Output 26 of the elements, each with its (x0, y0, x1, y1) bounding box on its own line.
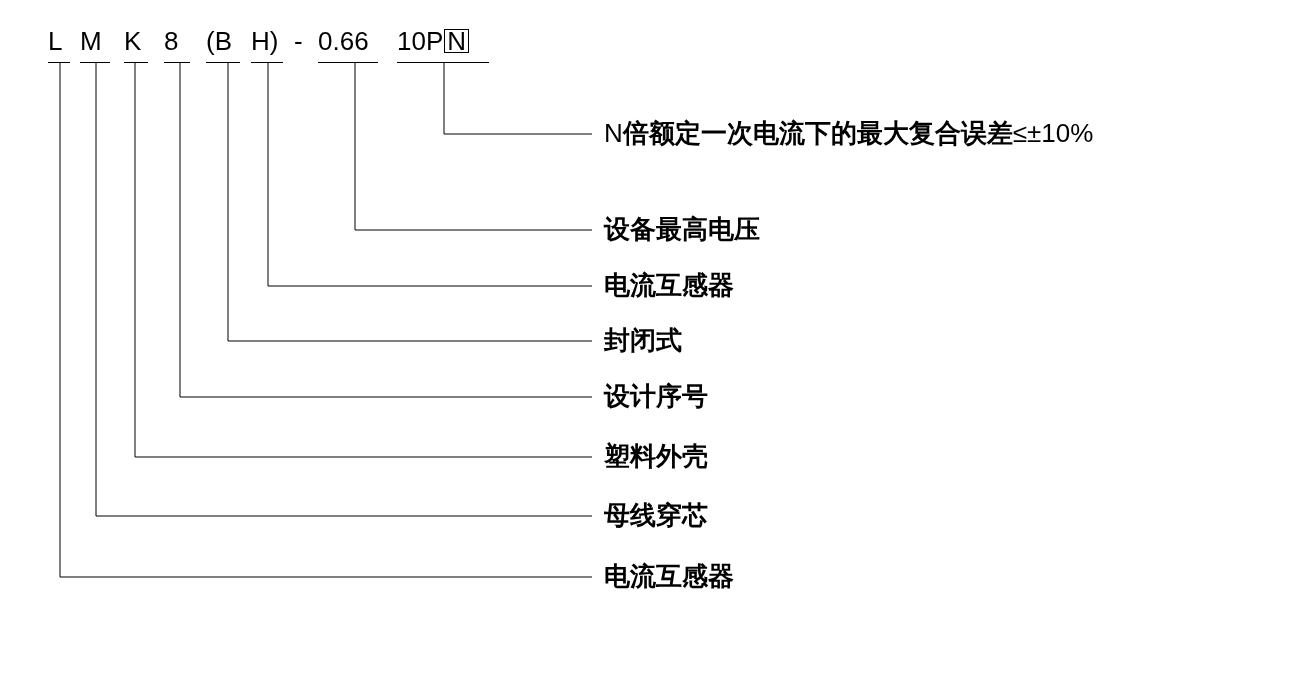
description-text: N倍额定一次电流下的最大复合误差≤±10% (592, 117, 1094, 149)
code-text: H) (251, 26, 279, 56)
description-text: 设备最高电压 (592, 213, 760, 245)
code-text: 8 (164, 26, 179, 56)
description-text: 设计序号 (592, 380, 708, 412)
leader-line (95, 62, 593, 517)
boxed-letter: N (444, 29, 470, 53)
code-text: 10P (397, 26, 444, 56)
separator-text: - (294, 26, 303, 56)
description-text: 塑料外壳 (592, 440, 708, 472)
leader-line (227, 62, 593, 342)
description-text: 母线穿芯 (592, 499, 708, 531)
leader-line (354, 62, 593, 231)
leader-line (134, 62, 593, 458)
description-text: 电流互感器 (592, 560, 734, 592)
code-text: L (48, 26, 63, 56)
description-text: 封闭式 (592, 324, 682, 356)
leader-line (59, 62, 593, 578)
code-text: (B (206, 26, 232, 56)
description-text: 电流互感器 (592, 269, 734, 301)
leader-line (267, 62, 593, 287)
leader-line (443, 62, 593, 135)
leader-line (179, 62, 593, 398)
code-text: 0.66 (318, 26, 369, 56)
code-text: K (124, 26, 142, 56)
code-text: M (80, 26, 102, 56)
